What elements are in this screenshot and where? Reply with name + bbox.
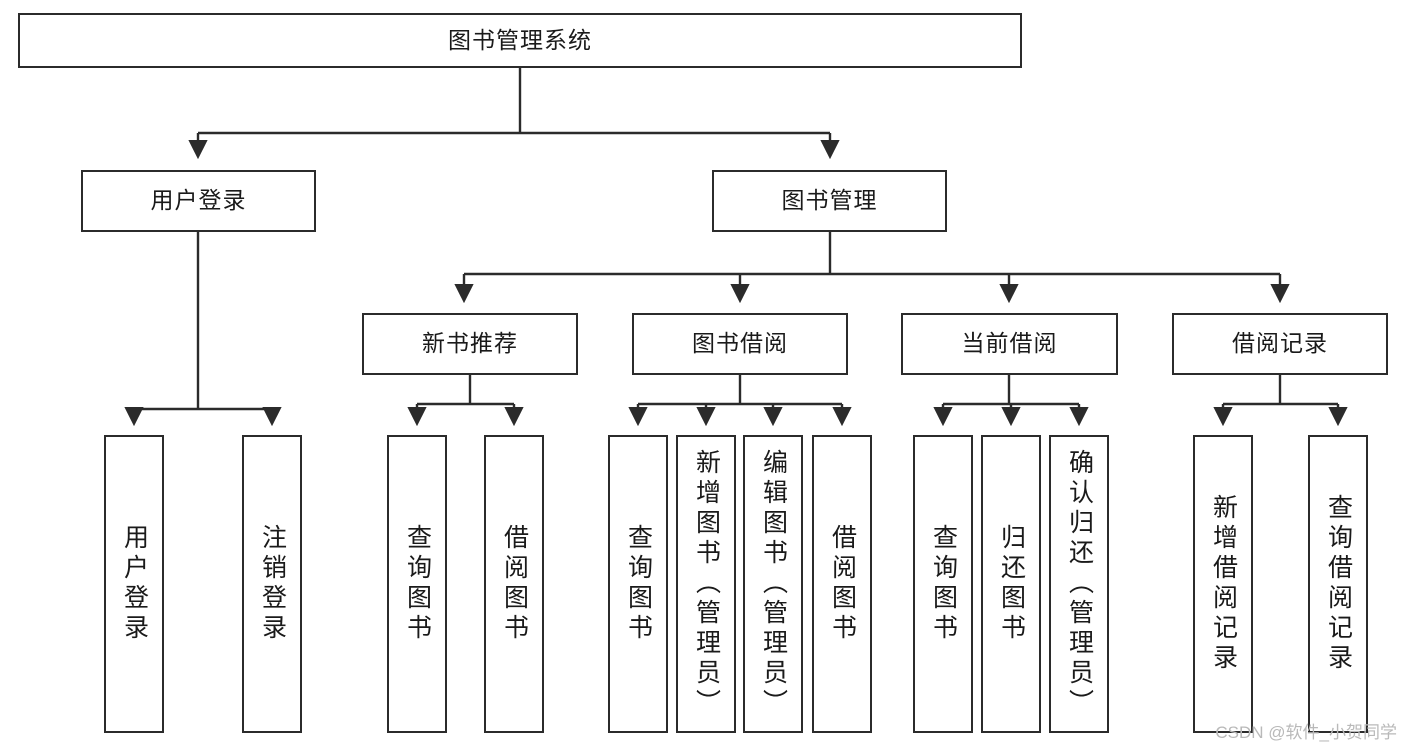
node-leaf-return-book-label: 归还图书 (997, 524, 1026, 644)
node-current-borrow[interactable]: 当前借阅 (901, 313, 1118, 375)
node-leaf-query-book-2[interactable]: 查询图书 (608, 435, 668, 733)
node-leaf-add-book[interactable]: 新增图书（管理员） (676, 435, 736, 733)
node-leaf-query-record-label: 查询借阅记录 (1324, 494, 1353, 674)
node-root-label: 图书管理系统 (448, 26, 592, 53)
node-borrow-record[interactable]: 借阅记录 (1172, 313, 1388, 375)
node-leaf-user-login[interactable]: 用户登录 (104, 435, 164, 733)
edge-group-current-borrow (933, 375, 1089, 427)
node-leaf-confirm-return-label: 确认归还（管理员） (1065, 449, 1094, 719)
node-new-book-recommend[interactable]: 新书推荐 (362, 313, 578, 375)
edge-group-book-borrow (628, 375, 852, 427)
node-user-login-label: 用户登录 (150, 187, 247, 214)
watermark-text: CSDN @软件_小贺同学 (1215, 723, 1397, 742)
node-borrow-record-label: 借阅记录 (1232, 330, 1328, 357)
node-leaf-borrow-book-2-label: 借阅图书 (828, 524, 857, 644)
node-leaf-borrow-book-1[interactable]: 借阅图书 (484, 435, 544, 733)
node-leaf-query-record[interactable]: 查询借阅记录 (1308, 435, 1368, 733)
node-leaf-query-book-1[interactable]: 查询图书 (387, 435, 447, 733)
node-book-manage-label: 图书管理 (781, 187, 878, 214)
node-leaf-query-book-2-label: 查询图书 (624, 524, 653, 644)
node-leaf-user-login-label: 用户登录 (120, 524, 149, 644)
edge-group-root (188, 68, 840, 160)
node-leaf-logout-label: 注销登录 (258, 524, 287, 644)
node-book-manage[interactable]: 图书管理 (712, 170, 947, 232)
edge-group-new-book-recommend (407, 375, 524, 427)
edge-group-borrow-record (1213, 375, 1348, 427)
node-leaf-edit-book-label: 编辑图书（管理员） (759, 449, 788, 719)
node-book-borrow[interactable]: 图书借阅 (632, 313, 848, 375)
node-leaf-borrow-book-1-label: 借阅图书 (500, 524, 529, 644)
node-leaf-borrow-book-2[interactable]: 借阅图书 (812, 435, 872, 733)
node-leaf-return-book[interactable]: 归还图书 (981, 435, 1041, 733)
node-leaf-query-book-1-label: 查询图书 (403, 524, 432, 644)
node-leaf-confirm-return[interactable]: 确认归还（管理员） (1049, 435, 1109, 733)
edge-group-book-manage (454, 232, 1290, 304)
node-leaf-query-book-3[interactable]: 查询图书 (913, 435, 973, 733)
node-leaf-query-book-3-label: 查询图书 (929, 524, 958, 644)
node-current-borrow-label: 当前借阅 (961, 330, 1058, 357)
node-leaf-add-record[interactable]: 新增借阅记录 (1193, 435, 1253, 733)
node-leaf-edit-book[interactable]: 编辑图书（管理员） (743, 435, 803, 733)
node-root[interactable]: 图书管理系统 (18, 13, 1022, 68)
node-book-borrow-label: 图书借阅 (692, 330, 788, 357)
node-user-login[interactable]: 用户登录 (81, 170, 316, 232)
node-new-book-recommend-label: 新书推荐 (422, 330, 518, 357)
node-leaf-add-book-label: 新增图书（管理员） (692, 449, 721, 719)
node-leaf-logout[interactable]: 注销登录 (242, 435, 302, 733)
edge-group-user-login (124, 232, 282, 427)
node-leaf-add-record-label: 新增借阅记录 (1209, 494, 1238, 674)
